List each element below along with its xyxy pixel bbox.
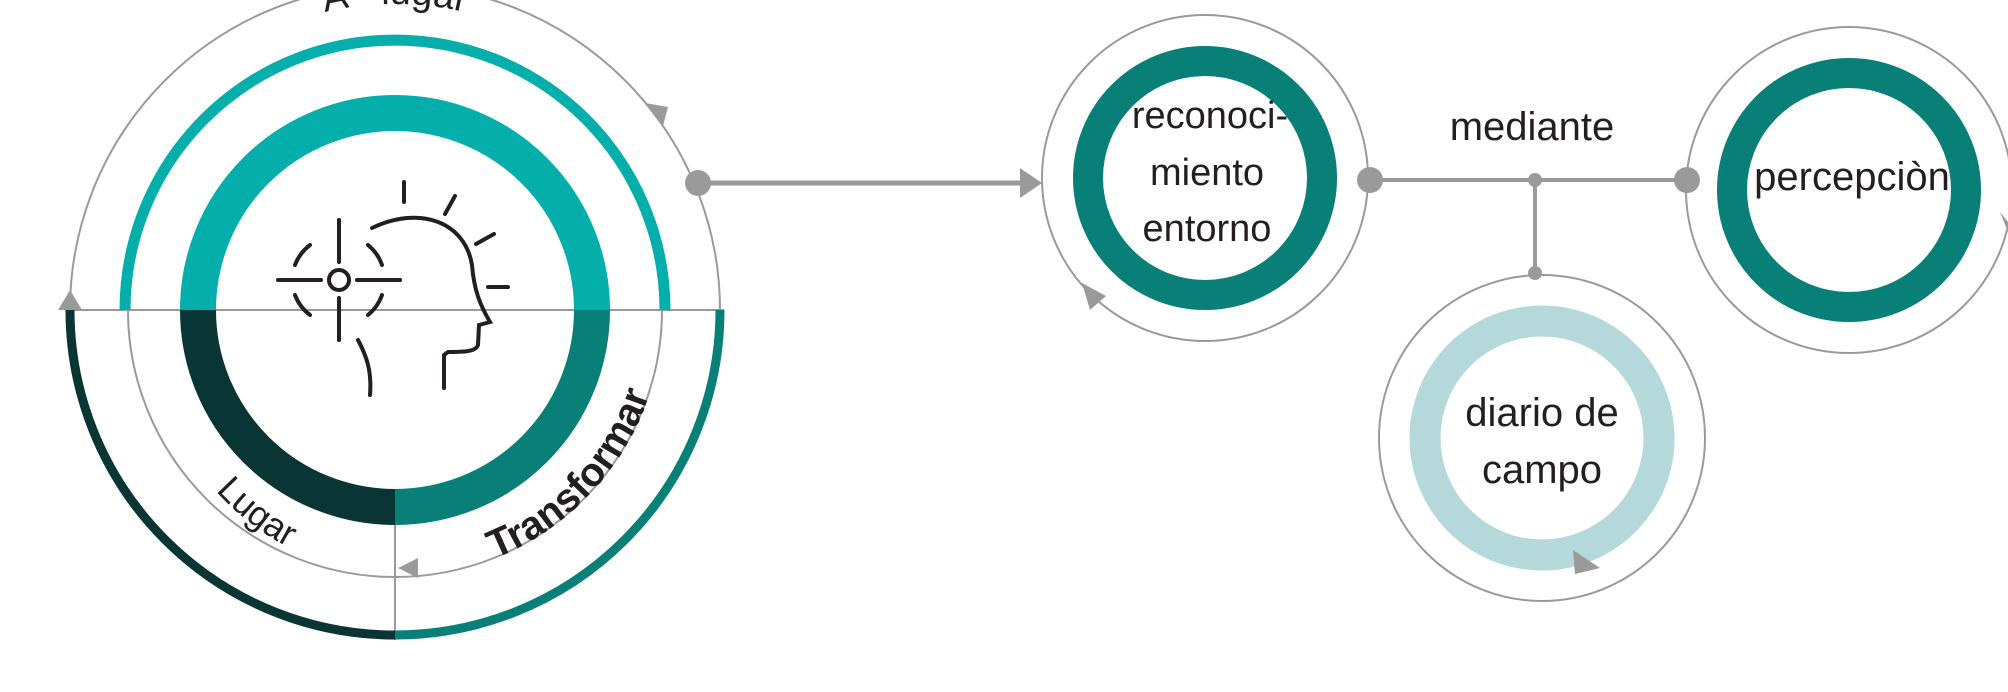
inner-dark-teal-arc xyxy=(394,309,610,525)
node-percepcion-line-1: percepciòn xyxy=(1754,155,1950,199)
node-reconocimiento-line-3: entorno xyxy=(1143,208,1272,250)
node-diario-outline xyxy=(1378,274,1706,602)
node-diario-line-1: diario de xyxy=(1465,391,1618,435)
outer-teal-arc xyxy=(119,34,671,311)
node-diario-ring xyxy=(1409,305,1675,571)
outer-darkest-arc xyxy=(65,309,396,640)
node-reconocimiento-ring xyxy=(1073,46,1337,310)
connector-label: mediante xyxy=(1450,105,1615,149)
node-reconocimiento-arrow xyxy=(1082,283,1106,310)
target-ring xyxy=(293,243,384,317)
main-cycle-diagram: A - lugar Transformar Lugar xyxy=(58,0,1042,640)
connector-junction-bottom xyxy=(1528,266,1542,280)
target-center xyxy=(327,268,351,292)
outer-gray-arc xyxy=(69,0,721,311)
node-diario-arrow xyxy=(1573,550,1600,574)
head-outline xyxy=(356,215,494,397)
arrow-bottom xyxy=(398,558,418,578)
arrow-left xyxy=(58,290,82,310)
node-percepcion: percepciòn xyxy=(1685,26,2008,354)
node-percepcion-outline xyxy=(1685,26,2008,354)
node-percepcion-arrow xyxy=(2000,212,2008,232)
connector-arrowhead xyxy=(1020,168,1042,198)
node-reconocimiento: reconoci- miento entorno xyxy=(1041,14,1369,342)
mind-focus-icon xyxy=(276,180,510,397)
node-diario: diario de campo xyxy=(1378,274,1706,602)
connector-mediante: mediante xyxy=(1357,105,1700,280)
node-diario-line-2: campo xyxy=(1482,448,1602,492)
inner-teal-arc xyxy=(180,95,610,311)
node-reconocimiento-line-2: miento xyxy=(1150,152,1264,194)
node-reconocimiento-line-1: reconoci- xyxy=(1132,95,1288,137)
node-percepcion-ring xyxy=(1717,58,1981,322)
label-a-lugar: A - lugar xyxy=(318,0,472,21)
arrow-top-right xyxy=(645,103,668,126)
outer-dark-teal-arc xyxy=(394,309,725,640)
inner-darkest-arc xyxy=(180,309,396,525)
